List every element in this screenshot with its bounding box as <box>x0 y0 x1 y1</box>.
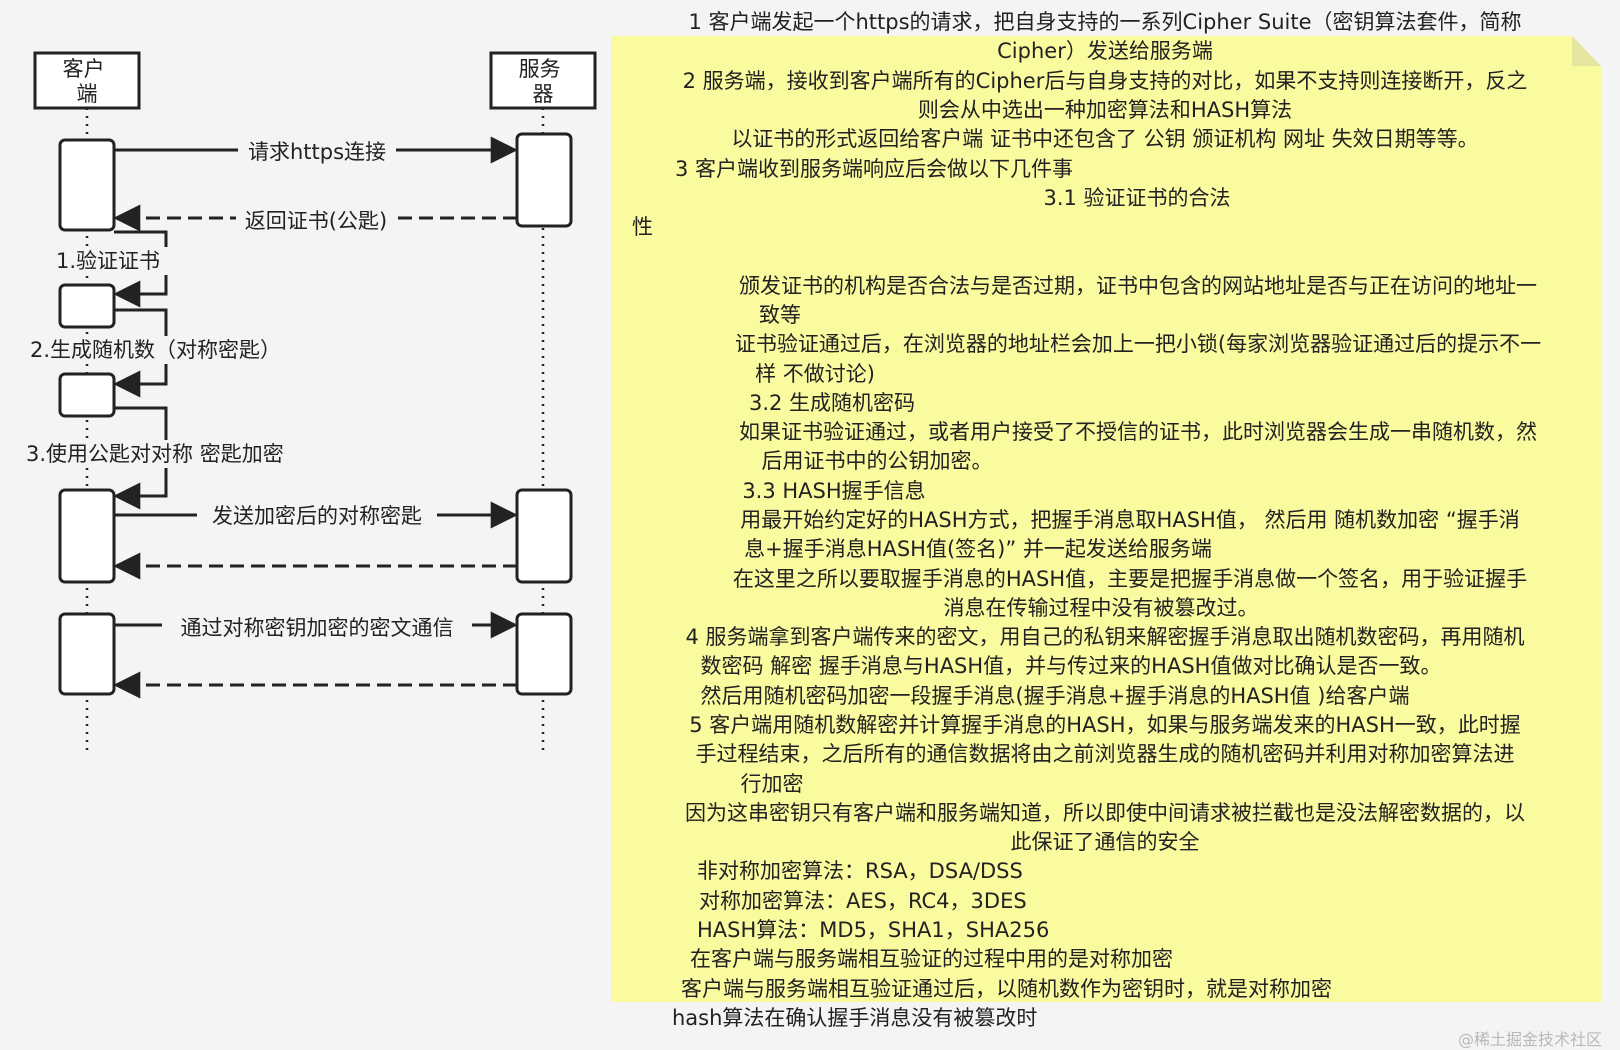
server-activation-2 <box>515 488 573 584</box>
participant-client-line2: 端 <box>77 82 98 106</box>
step-label-generate: 2.生成随机数（对称密匙） <box>30 338 281 362</box>
participant-client: 客户 端 <box>33 51 141 110</box>
message-label-cipher-comm: 通过对称密钥加密的密文通信 <box>181 616 454 640</box>
server-activation-3 <box>515 612 573 696</box>
note-line: 1 客户端发起一个https的请求，把自身支持的一系列Cipher Suite（… <box>688 10 1522 34</box>
client-activation-2 <box>58 488 116 584</box>
client-activation-1 <box>58 138 116 232</box>
server-activation-1 <box>515 132 573 228</box>
message-label-request: 请求https连接 <box>248 140 386 164</box>
participant-server-line1: 服务 <box>519 57 561 81</box>
client-activation-verify <box>58 283 116 329</box>
message-label-send-key: 发送加密后的对称密匙 <box>212 504 422 528</box>
watermark: @稀土掘金技术社区 <box>1457 1030 1602 1049</box>
svg-text:客户 端: 客户 端 <box>63 57 112 106</box>
note-fold-corner <box>1572 36 1601 66</box>
svg-text:服务 器: 服务 器 <box>519 57 568 106</box>
client-activation-3 <box>58 612 116 696</box>
step-label-verify: 1.验证证书 <box>56 249 160 273</box>
participant-client-line1: 客户 <box>63 57 105 81</box>
participant-server-line2: 器 <box>533 82 554 106</box>
note-line: hash算法在确认握手消息没有被篡改时 <box>672 1006 1038 1030</box>
participant-server: 服务 器 <box>489 51 597 110</box>
step-label-encrypt: 3.使用公匙对对称 密匙加密 <box>26 442 284 466</box>
message-label-return-cert: 返回证书(公匙) <box>245 209 387 233</box>
client-activation-generate <box>58 372 116 418</box>
note-box <box>611 36 1601 1002</box>
sequence-diagram: 客户 端 服务 器 请求https连接 返回证书(公匙) 发送加密后的对称密匙 … <box>24 51 597 750</box>
